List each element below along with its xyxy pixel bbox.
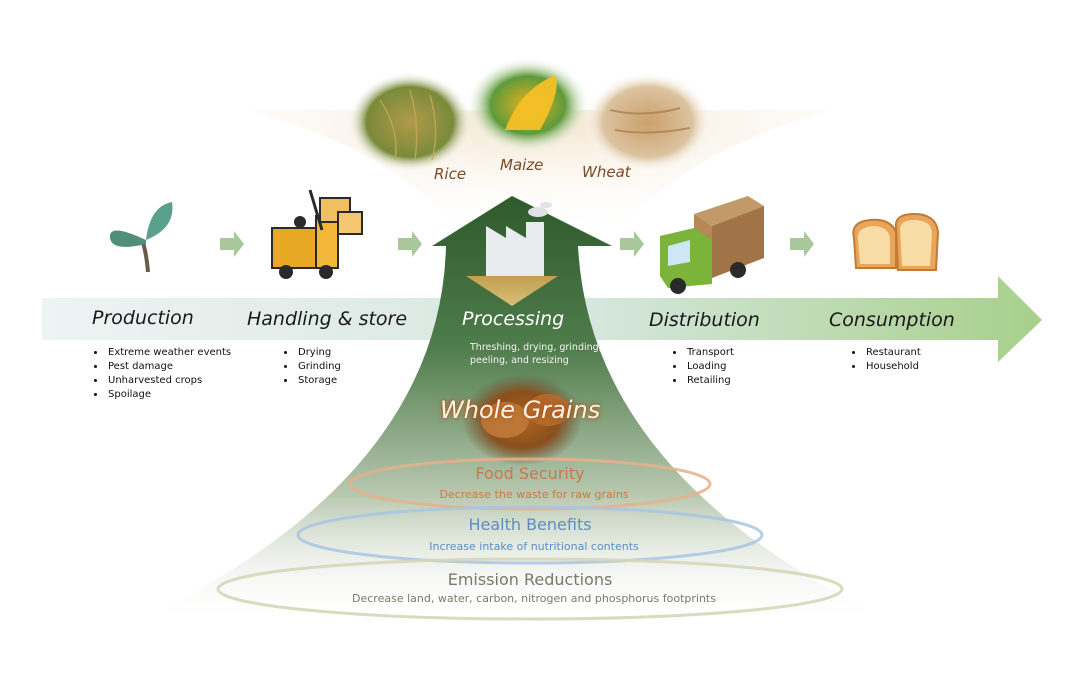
- flow-arrow-2: [398, 231, 422, 257]
- health-benefits-ring: [296, 505, 764, 565]
- processing-note: Threshing, drying, grinding, peeling, an…: [470, 342, 602, 366]
- stage-label-handling: Handling & store: [247, 308, 408, 330]
- list-item: Loading: [685, 360, 734, 374]
- emission-reductions-title: Emission Reductions: [447, 570, 613, 589]
- list-item: Household: [864, 360, 921, 374]
- food-security-ring: [348, 457, 712, 511]
- stage-label-processing: Processing: [462, 308, 565, 330]
- factory-icon: [486, 202, 552, 276]
- list-item: Transport: [685, 346, 734, 360]
- rice-image: [348, 72, 472, 172]
- distribution-factors-list: Transport Loading Retailing: [671, 346, 734, 388]
- list-item: Drying: [296, 346, 341, 360]
- list-item: Restaurant: [864, 346, 921, 360]
- forklift-icon: [271, 189, 363, 279]
- list-item: Pest damage: [106, 360, 231, 374]
- health-benefits-subtitle: Increase intake of nutritional contents: [429, 540, 639, 553]
- grain-label-rice: Rice: [434, 165, 467, 183]
- food-security-title: Food Security: [475, 464, 585, 483]
- wheat-image: [584, 72, 712, 172]
- health-benefits-title: Health Benefits: [468, 515, 592, 534]
- stage-label-distribution: Distribution: [649, 309, 760, 331]
- grain-label-wheat: Wheat: [582, 163, 631, 181]
- list-item: Extreme weather events: [106, 346, 231, 360]
- emission-reductions-ring: [216, 557, 844, 621]
- list-item: Unharvested crops: [106, 374, 231, 388]
- plant-icon: [109, 202, 173, 273]
- list-item: Storage: [296, 374, 341, 388]
- production-factors-list: Extreme weather events Pest damage Unhar…: [92, 346, 231, 402]
- flow-arrow-3: [620, 231, 644, 257]
- stage-label-consumption: Consumption: [829, 309, 955, 331]
- consumption-factors-list: Restaurant Household: [850, 346, 921, 374]
- flow-arrow-1: [220, 231, 244, 257]
- truck-icon: [660, 196, 764, 294]
- food-security-subtitle: Decrease the waste for raw grains: [439, 488, 629, 501]
- list-item: Grinding: [296, 360, 341, 374]
- list-item: Spoilage: [106, 388, 231, 402]
- flow-arrow-4: [790, 231, 814, 257]
- list-item: Retailing: [685, 374, 734, 388]
- stage-label-production: Production: [92, 307, 194, 329]
- emission-reductions-subtitle: Decrease land, water, carbon, nitrogen a…: [352, 592, 716, 605]
- whole-grains-title: Whole Grains: [440, 396, 601, 424]
- bread-icon: [852, 212, 940, 271]
- handling-factors-list: Drying Grinding Storage: [282, 346, 341, 388]
- grain-label-maize: Maize: [500, 156, 544, 174]
